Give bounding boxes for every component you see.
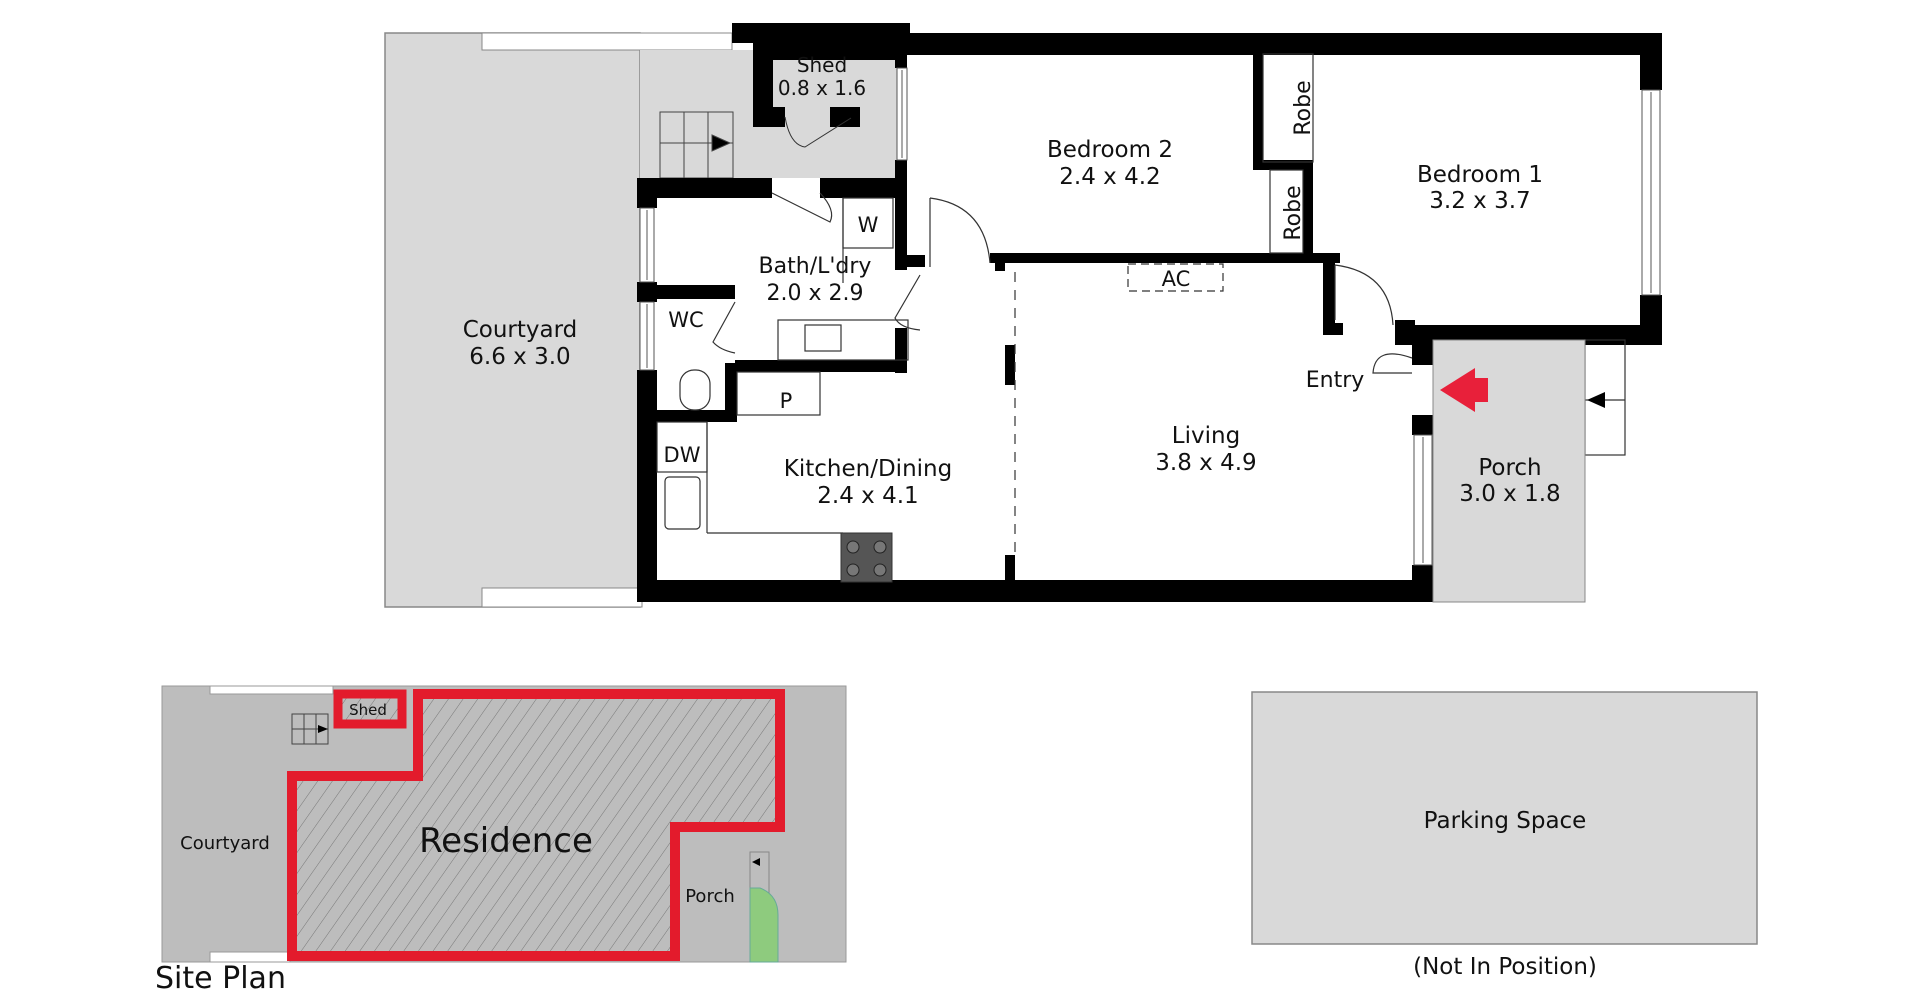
living-label: Living xyxy=(1172,423,1240,449)
parking-label: Parking Space xyxy=(1424,808,1587,834)
bath-dims: 2.0 x 2.9 xyxy=(767,281,864,306)
shed-room xyxy=(732,23,910,148)
bedroom2-dims: 2.4 x 4.2 xyxy=(1059,164,1160,190)
courtyard-dims: 6.6 x 3.0 xyxy=(469,344,570,370)
bedroom1-label: Bedroom 1 xyxy=(1417,162,1543,188)
robe-lower-label: Robe xyxy=(1281,185,1306,240)
pantry-label: P xyxy=(780,389,793,413)
kitchen-label: Kitchen/Dining xyxy=(784,456,952,482)
entry-arrow-icon xyxy=(1440,368,1488,412)
site-plan-title: Site Plan xyxy=(155,961,286,990)
wc-label: WC xyxy=(668,308,703,332)
entry-label: Entry xyxy=(1306,368,1365,393)
dishwasher-label: DW xyxy=(664,443,701,467)
parking-note: (Not In Position) xyxy=(1413,954,1597,980)
windows xyxy=(639,67,1661,566)
shed-dims: 0.8 x 1.6 xyxy=(778,76,866,100)
residence-outline xyxy=(287,689,785,961)
living-dims: 3.8 x 4.9 xyxy=(1155,450,1256,476)
bath-label: Bath/L'dry xyxy=(759,254,872,279)
shed-outline xyxy=(333,689,407,729)
site-courtyard-label: Courtyard xyxy=(180,833,270,854)
garden-bed xyxy=(749,887,779,963)
walls xyxy=(637,33,1662,602)
cooktop-icon xyxy=(840,532,893,583)
porch-label: Porch xyxy=(1478,455,1541,481)
robe-upper-label: Robe xyxy=(1291,80,1316,135)
porch-step-arrow-icon xyxy=(1587,392,1605,408)
residence-label: Residence xyxy=(419,821,593,861)
site-porch-label: Porch xyxy=(685,886,735,907)
site-shed-label: Shed xyxy=(349,701,387,719)
parking-space: Parking Space (Not In Position) xyxy=(1251,691,1758,980)
courtyard-label: Courtyard xyxy=(463,317,578,343)
shed-label: Shed xyxy=(797,53,847,77)
ac-label: AC xyxy=(1162,267,1191,291)
bedroom1-dims: 3.2 x 3.7 xyxy=(1429,188,1530,214)
site-plan: Shed Courtyard Residence Porch Site Plan xyxy=(155,685,847,990)
bedroom2-label: Bedroom 2 xyxy=(1047,137,1173,163)
washer-label: W xyxy=(858,213,879,237)
porch-dims: 3.0 x 1.8 xyxy=(1459,481,1560,507)
kitchen-dims: 2.4 x 4.1 xyxy=(817,483,918,509)
